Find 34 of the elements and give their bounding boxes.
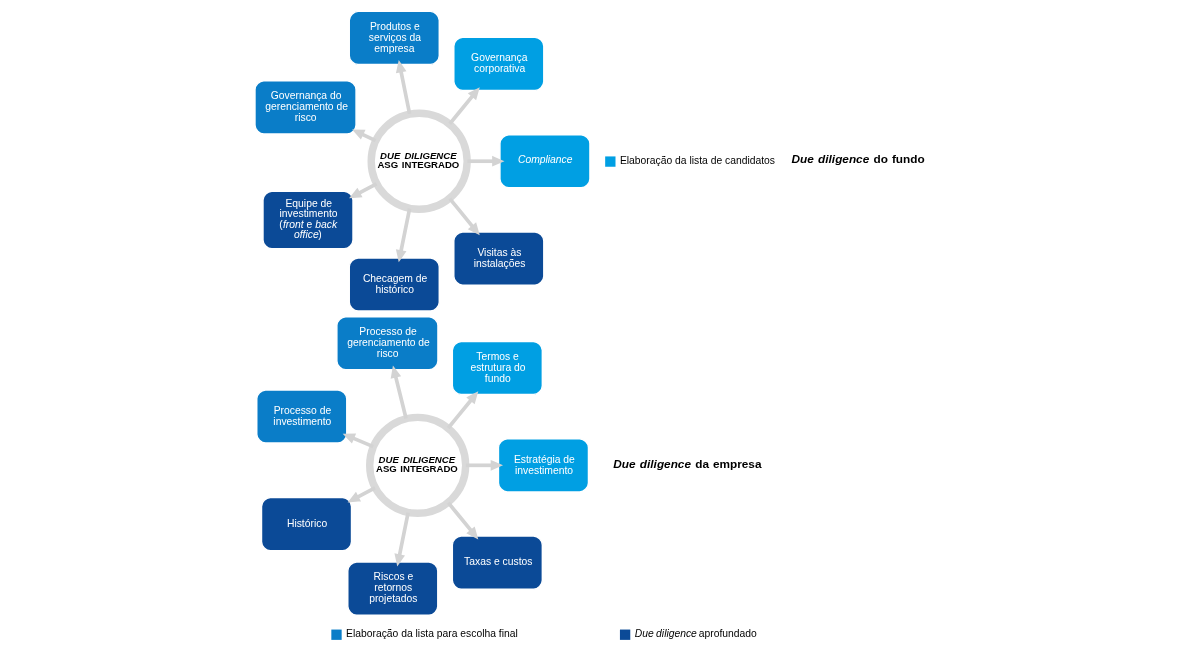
arrow — [467, 155, 505, 167]
node-box: Equipe de investimento (front e back office) — [262, 190, 354, 250]
node-circle: DUE DILIGENCE ASG INTEGRADO — [367, 109, 471, 213]
node-box: Visitas às instalações — [453, 231, 545, 286]
arrow — [448, 197, 480, 236]
arrow — [349, 182, 378, 199]
arrow — [395, 208, 412, 263]
legend-label: Elaboração da lista de candidatos — [619, 155, 775, 167]
node-box: Governança do gerenciamento de risco — [254, 80, 357, 135]
node-box: Checagem de histórico — [348, 257, 441, 312]
arrow — [446, 391, 479, 430]
legend-label: Due diligence aprofundado — [634, 627, 757, 639]
arrow — [342, 433, 374, 449]
label: Due diligence da empresa — [613, 457, 762, 472]
node-box: Riscos e retornos projetados — [347, 561, 439, 616]
node-box: Taxas e custos — [451, 535, 544, 590]
arrow — [390, 365, 408, 419]
arrow — [394, 512, 410, 567]
node-box: Processo de gerenciamento de risco — [336, 315, 439, 371]
label: Due diligence do fundo — [791, 152, 925, 167]
arrow — [395, 60, 412, 115]
node-circle: DUE DILIGENCE ASG INTEGRADO — [366, 413, 470, 517]
node-box: Governança corporativa — [453, 36, 545, 92]
node-box: Compliance — [499, 133, 591, 189]
legend-label: Elaboração da lista para escolha final — [346, 628, 518, 640]
arrow — [347, 486, 376, 503]
arrow — [446, 501, 479, 540]
node-box: Estratégia de investimento — [497, 438, 590, 493]
node-box: Produtos e serviços da empresa — [348, 10, 441, 66]
arrow — [465, 459, 504, 471]
node-box: Processo de investimento — [256, 389, 348, 444]
node-box: Histórico — [260, 496, 353, 552]
node-box: Termos e estrutura do fundo — [451, 340, 544, 396]
arrow — [448, 87, 480, 126]
